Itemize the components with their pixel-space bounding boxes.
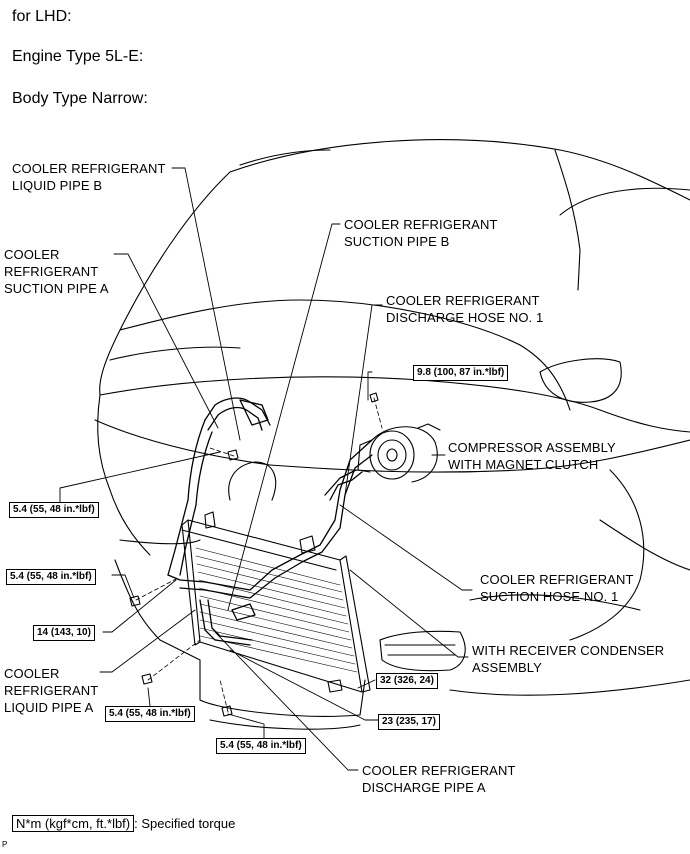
- installation-lines: [135, 397, 383, 713]
- bolt-icons: [129, 392, 379, 717]
- label-liquid-pipe-a: COOLER REFRIGERANT LIQUID PIPE A: [4, 666, 99, 715]
- label-discharge-hose: COOLER REFRIGERANT DISCHARGE HOSE NO. 1: [386, 293, 544, 325]
- torque-mid-left-bolt: 5.4 (55, 48 in.*lbf): [6, 569, 96, 585]
- compressor-assembly: [357, 423, 441, 483]
- torque-compressor-bolt: 9.8 (100, 87 in.*lbf): [413, 365, 509, 381]
- header-for-lhd: for LHD:: [12, 8, 72, 25]
- condenser-assembly: [181, 511, 371, 693]
- torque-upper-left-bolt: 5.4 (55, 48 in.*lbf): [9, 502, 99, 518]
- header-engine-type: Engine Type 5L-E:: [12, 48, 144, 65]
- figure-code: P: [2, 840, 8, 849]
- label-suction-pipe-a: COOLER REFRIGERANT SUCTION PIPE A: [4, 247, 109, 296]
- torque-23-bolt: 23 (235, 17): [378, 714, 440, 730]
- torque-legend: N*m (kgf*cm, ft.*lbf): Specified torque: [12, 815, 236, 832]
- torque-lower-left-bolt: 5.4 (55, 48 in.*lbf): [105, 706, 195, 722]
- torque-14-nut: 14 (143, 10): [33, 625, 95, 641]
- label-suction-hose: COOLER REFRIGERANT SUCTION HOSE NO. 1: [480, 572, 634, 604]
- label-condenser: WITH RECEIVER CONDENSER ASSEMBLY: [472, 643, 665, 675]
- legend-unit-box: N*m (kgf*cm, ft.*lbf): [12, 815, 135, 832]
- torque-32-bolt: 32 (326, 24): [376, 673, 438, 689]
- vehicle-outline: [94, 139, 690, 730]
- label-suction-pipe-b: COOLER REFRIGERANT SUCTION PIPE B: [344, 217, 498, 249]
- label-discharge-pipe-a: COOLER REFRIGERANT DISCHARGE PIPE A: [362, 763, 516, 795]
- leader-lines: [59, 167, 473, 771]
- label-compressor: COMPRESSOR ASSEMBLY WITH MAGNET CLUTCH: [448, 440, 616, 472]
- legend-text: : Specified torque: [134, 816, 236, 831]
- refrigerant-pipes: [167, 397, 373, 646]
- label-liquid-pipe-b: COOLER REFRIGERANT LIQUID PIPE B: [12, 161, 166, 193]
- header-body-type: Body Type Narrow:: [12, 90, 148, 107]
- torque-bottom-bolt: 5.4 (55, 48 in.*lbf): [216, 738, 306, 754]
